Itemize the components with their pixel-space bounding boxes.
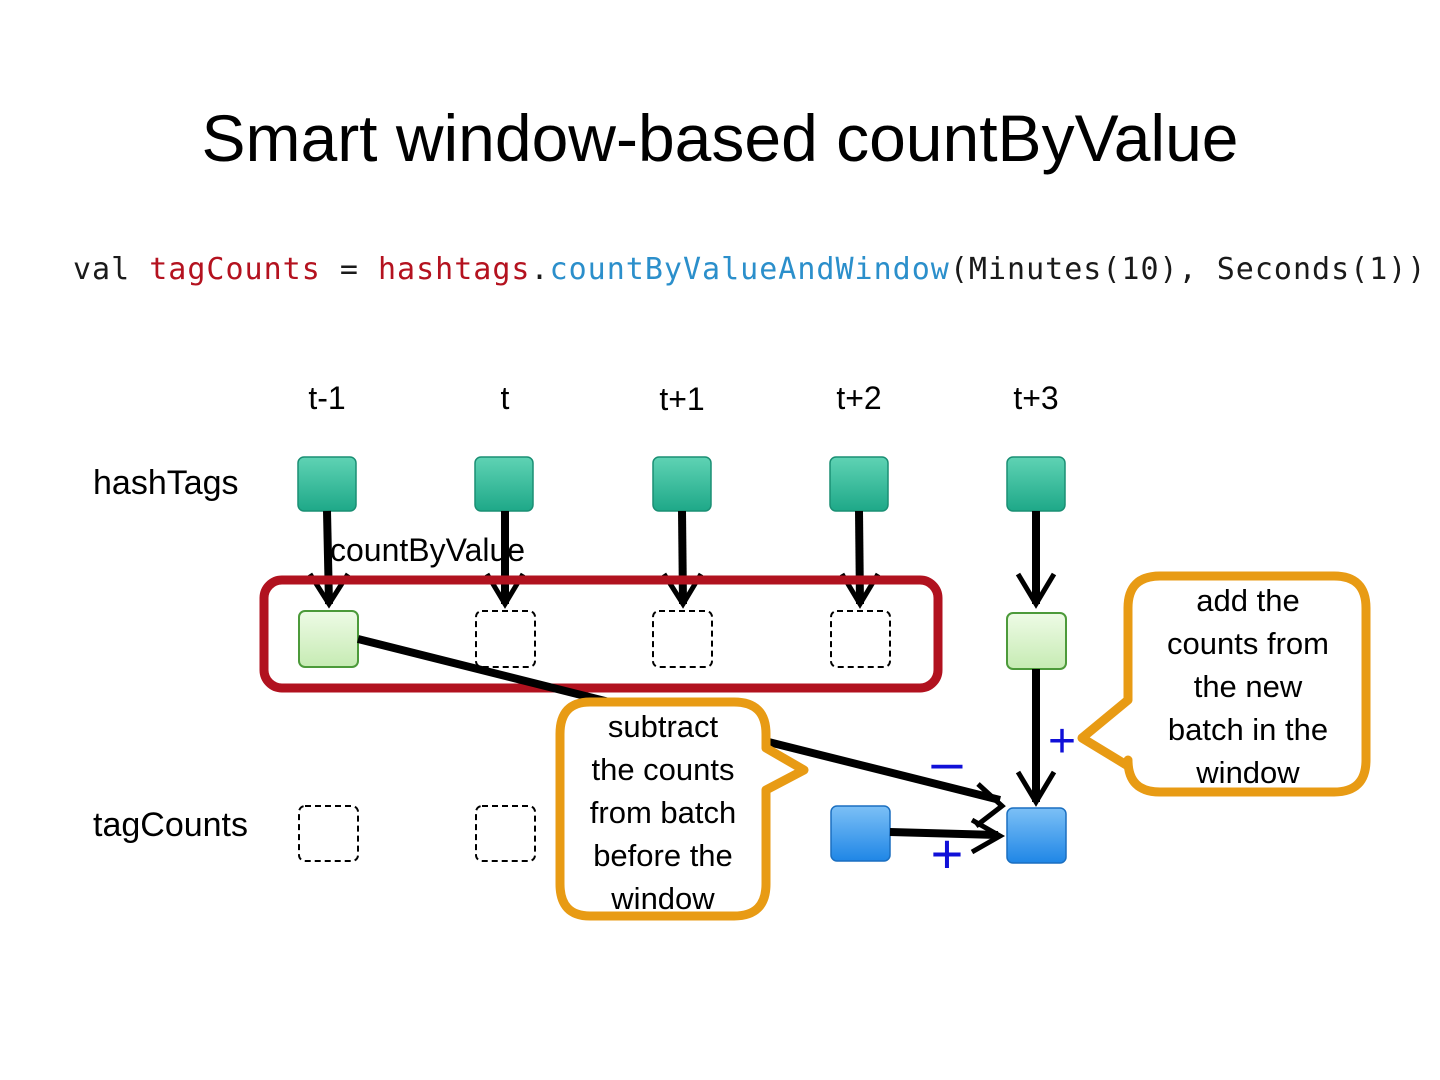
count-batch-t+1: [652, 610, 713, 668]
arrow-shaft-t-1: [323, 510, 333, 605]
add-line-5: window: [1196, 755, 1300, 790]
tagcounts-t+2: [830, 805, 891, 862]
add-line-1: add the: [1196, 583, 1300, 618]
row-label-hashtags: hashTags: [93, 464, 239, 502]
carry-arrow-head: [970, 817, 1006, 855]
carry-arrow-shaft: [889, 828, 999, 839]
add-arrow-head: [1015, 770, 1057, 807]
code-line: val tagCounts = hashtags.countByValueAnd…: [73, 252, 1426, 287]
time-label-t+1: t+1: [659, 381, 704, 417]
hashtags-batches: [297, 456, 1066, 512]
arrow-shaft-t+2: [855, 510, 864, 605]
subtract-line-3: from batch: [589, 795, 737, 830]
add-bubble: [1077, 571, 1371, 797]
subtract-arrow-head: [974, 782, 1006, 828]
code-variable: tagCounts: [149, 252, 321, 287]
slide-title: Smart window-based countByValue: [201, 101, 1239, 175]
add-arrow: [1015, 669, 1057, 807]
arrow-head-t+3: [1015, 572, 1057, 609]
arrow-shaft-t+1: [678, 510, 687, 605]
hashtags-batch-t+3: [1006, 456, 1066, 512]
row-label-tagcounts: tagCounts: [93, 806, 248, 844]
tagcounts-t: [475, 805, 536, 862]
count-batch-t+3: [1006, 612, 1067, 670]
hashtags-batch-t-1: [297, 456, 357, 512]
tagcounts-t+3: [1006, 807, 1067, 864]
subtract-bubble-text: subtract the counts from batch before th…: [566, 705, 760, 920]
time-label-t: t: [501, 380, 510, 416]
operation-label: countByValue: [330, 532, 525, 568]
hashtags-batch-t+2: [829, 456, 889, 512]
subtract-line-2: the counts: [591, 752, 735, 787]
add-line-4: batch in the: [1167, 712, 1329, 747]
plus-sign-top: +: [1048, 715, 1076, 768]
count-batch-t-1: [298, 610, 359, 668]
code-args: (Minutes(10), Seconds(1)): [949, 252, 1427, 287]
minus-sign: –: [931, 730, 963, 793]
subtract-bubble: [555, 697, 809, 921]
time-label-t+2: t+2: [836, 380, 881, 416]
time-label-t-1: t-1: [308, 380, 345, 416]
plus-sign-bottom: +: [931, 822, 964, 885]
add-line-2: counts from: [1167, 626, 1329, 661]
subtract-line-4: before the: [593, 838, 733, 873]
carry-arrow: [889, 828, 999, 839]
code-equals: =: [320, 252, 378, 287]
subtract-line-5: window: [611, 881, 715, 916]
hashtags-batch-t+1: [652, 456, 712, 512]
add-bubble-text: add the counts from the new batch in the…: [1134, 579, 1362, 794]
code-keyword: val: [73, 252, 131, 287]
code-source: hashtags: [378, 252, 531, 287]
window-frame: [259, 575, 943, 693]
count-batch-t+2: [830, 610, 891, 668]
tagcounts-t-1: [298, 805, 359, 862]
count-batch-t: [475, 610, 536, 668]
hashtags-batch-t: [474, 456, 534, 512]
add-line-3: the new: [1193, 669, 1303, 704]
subtract-line-1: subtract: [607, 709, 719, 744]
code-dot: .: [530, 252, 550, 287]
code-method: countByValueAndWindow: [549, 252, 950, 287]
time-label-t+3: t+3: [1013, 380, 1058, 416]
